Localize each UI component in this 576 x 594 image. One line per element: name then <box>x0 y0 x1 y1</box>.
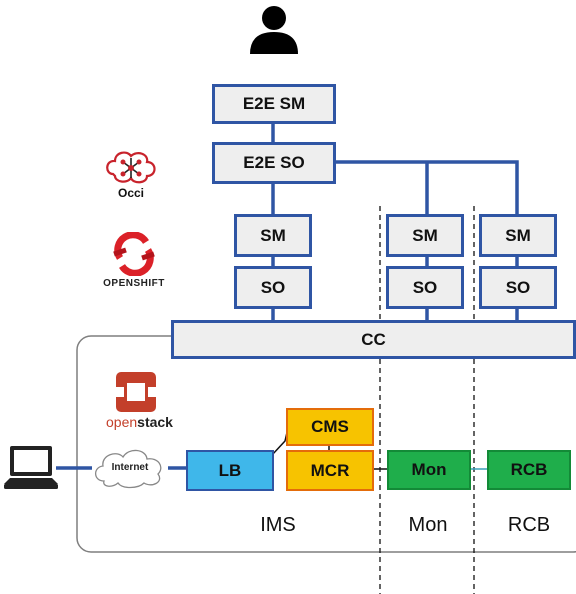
link-e2e-so-branch <box>333 160 519 215</box>
zone-label-ims: IMS <box>260 514 296 536</box>
e2e-sm-box: E2E SM <box>212 84 336 124</box>
openstack-label-open: open <box>106 414 138 430</box>
cms-box: CMS <box>286 408 374 446</box>
sm-ims-box: SM <box>234 214 312 257</box>
internet-cloud-icon <box>94 449 162 489</box>
user-icon <box>250 6 298 54</box>
openshift-logo-icon <box>113 232 155 276</box>
zone-label-rcb: RCB <box>507 514 551 536</box>
openshift-label: OPENSHIFT <box>103 278 165 289</box>
cc-box: CC <box>171 320 576 359</box>
so-rcb-box: SO <box>479 266 557 309</box>
mcr-box: MCR <box>286 450 374 491</box>
openstack-label-stack: stack <box>137 414 173 430</box>
internet-label: Internet <box>111 462 149 473</box>
laptop-icon <box>4 446 58 489</box>
lb-box: LB <box>186 450 274 491</box>
sm-rcb-box: SM <box>479 214 557 257</box>
openstack-logo-icon <box>114 372 158 412</box>
e2e-so-box: E2E SO <box>212 142 336 184</box>
so-ims-box: SO <box>234 266 312 309</box>
occi-logo-icon <box>106 151 156 184</box>
occi-label: Occi <box>117 186 144 200</box>
rcb-box: RCB <box>487 450 571 490</box>
zone-label-mon: Mon <box>408 514 448 536</box>
sm-mon-box: SM <box>386 214 464 257</box>
openstack-label: openstack <box>106 414 186 430</box>
so-mon-box: SO <box>386 266 464 309</box>
mon-box: Mon <box>387 450 471 490</box>
